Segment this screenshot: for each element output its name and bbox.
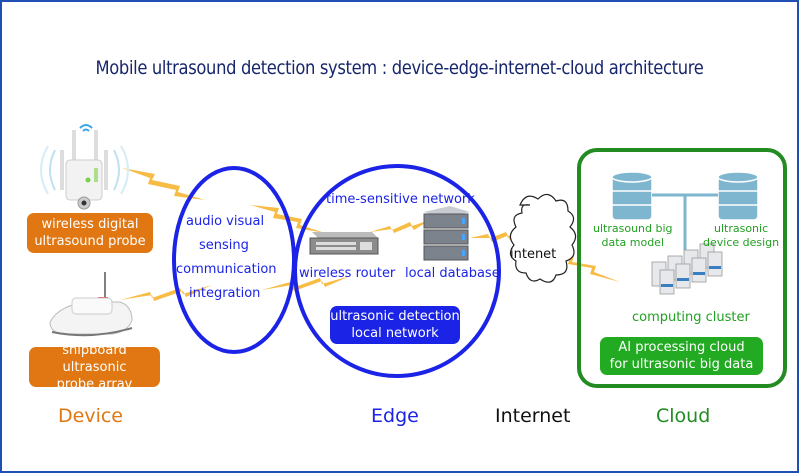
layer-edge: Edge bbox=[371, 405, 419, 427]
lightning-probe-to-integration bbox=[122, 168, 205, 200]
internet-cloud-shape bbox=[509, 193, 577, 283]
cloud-container bbox=[577, 148, 787, 388]
ai-processing-cloud-label: AI processing cloud for ultrasonic big d… bbox=[600, 337, 763, 375]
time-sensitive-network-label: time-sensitive network bbox=[326, 192, 475, 207]
layer-cloud: Cloud bbox=[656, 405, 711, 427]
ultrasonic-local-network-label: ultrasonic detection local network bbox=[330, 306, 460, 344]
edge-network-circle bbox=[293, 164, 501, 378]
wireless-probe-icon bbox=[40, 124, 129, 210]
lightning-ship-to-integration bbox=[120, 285, 212, 301]
wireless-probe-label: wireless digital ultrasound probe bbox=[27, 213, 153, 253]
lightning-integration-to-edge bbox=[262, 276, 350, 291]
computing-cluster-label: computing cluster bbox=[632, 310, 750, 325]
integration-line-4: integration bbox=[189, 286, 261, 301]
wireless-router-icon bbox=[309, 232, 379, 255]
device-design-label: ultrasonic device design bbox=[703, 222, 780, 249]
database-icon-device-design bbox=[717, 171, 759, 221]
lightning-router-to-database bbox=[370, 220, 430, 233]
diagram-title: Mobile ultrasound detection system : dev… bbox=[95, 57, 704, 79]
integration-line-2: sensing bbox=[199, 238, 249, 253]
database-icon-big-data bbox=[611, 171, 653, 221]
layer-internet: Internet bbox=[495, 405, 571, 427]
integration-ellipse bbox=[172, 166, 296, 354]
local-database-icon bbox=[423, 206, 470, 261]
internet-cloud-label: intenet bbox=[510, 247, 557, 262]
computing-cluster-icon bbox=[651, 243, 723, 295]
ship-icon bbox=[49, 272, 133, 337]
shipboard-array-label: shipboard ultrasonic probe array bbox=[29, 343, 160, 392]
integration-line-3: communication bbox=[176, 262, 277, 277]
wireless-router-label: wireless router bbox=[299, 266, 396, 281]
integration-line-1: audio visual bbox=[186, 214, 265, 229]
database-connector bbox=[652, 193, 718, 250]
big-data-model-label: ultrasound big data model bbox=[593, 222, 673, 249]
local-database-label: local database bbox=[405, 266, 500, 281]
layer-device: Device bbox=[58, 405, 123, 427]
